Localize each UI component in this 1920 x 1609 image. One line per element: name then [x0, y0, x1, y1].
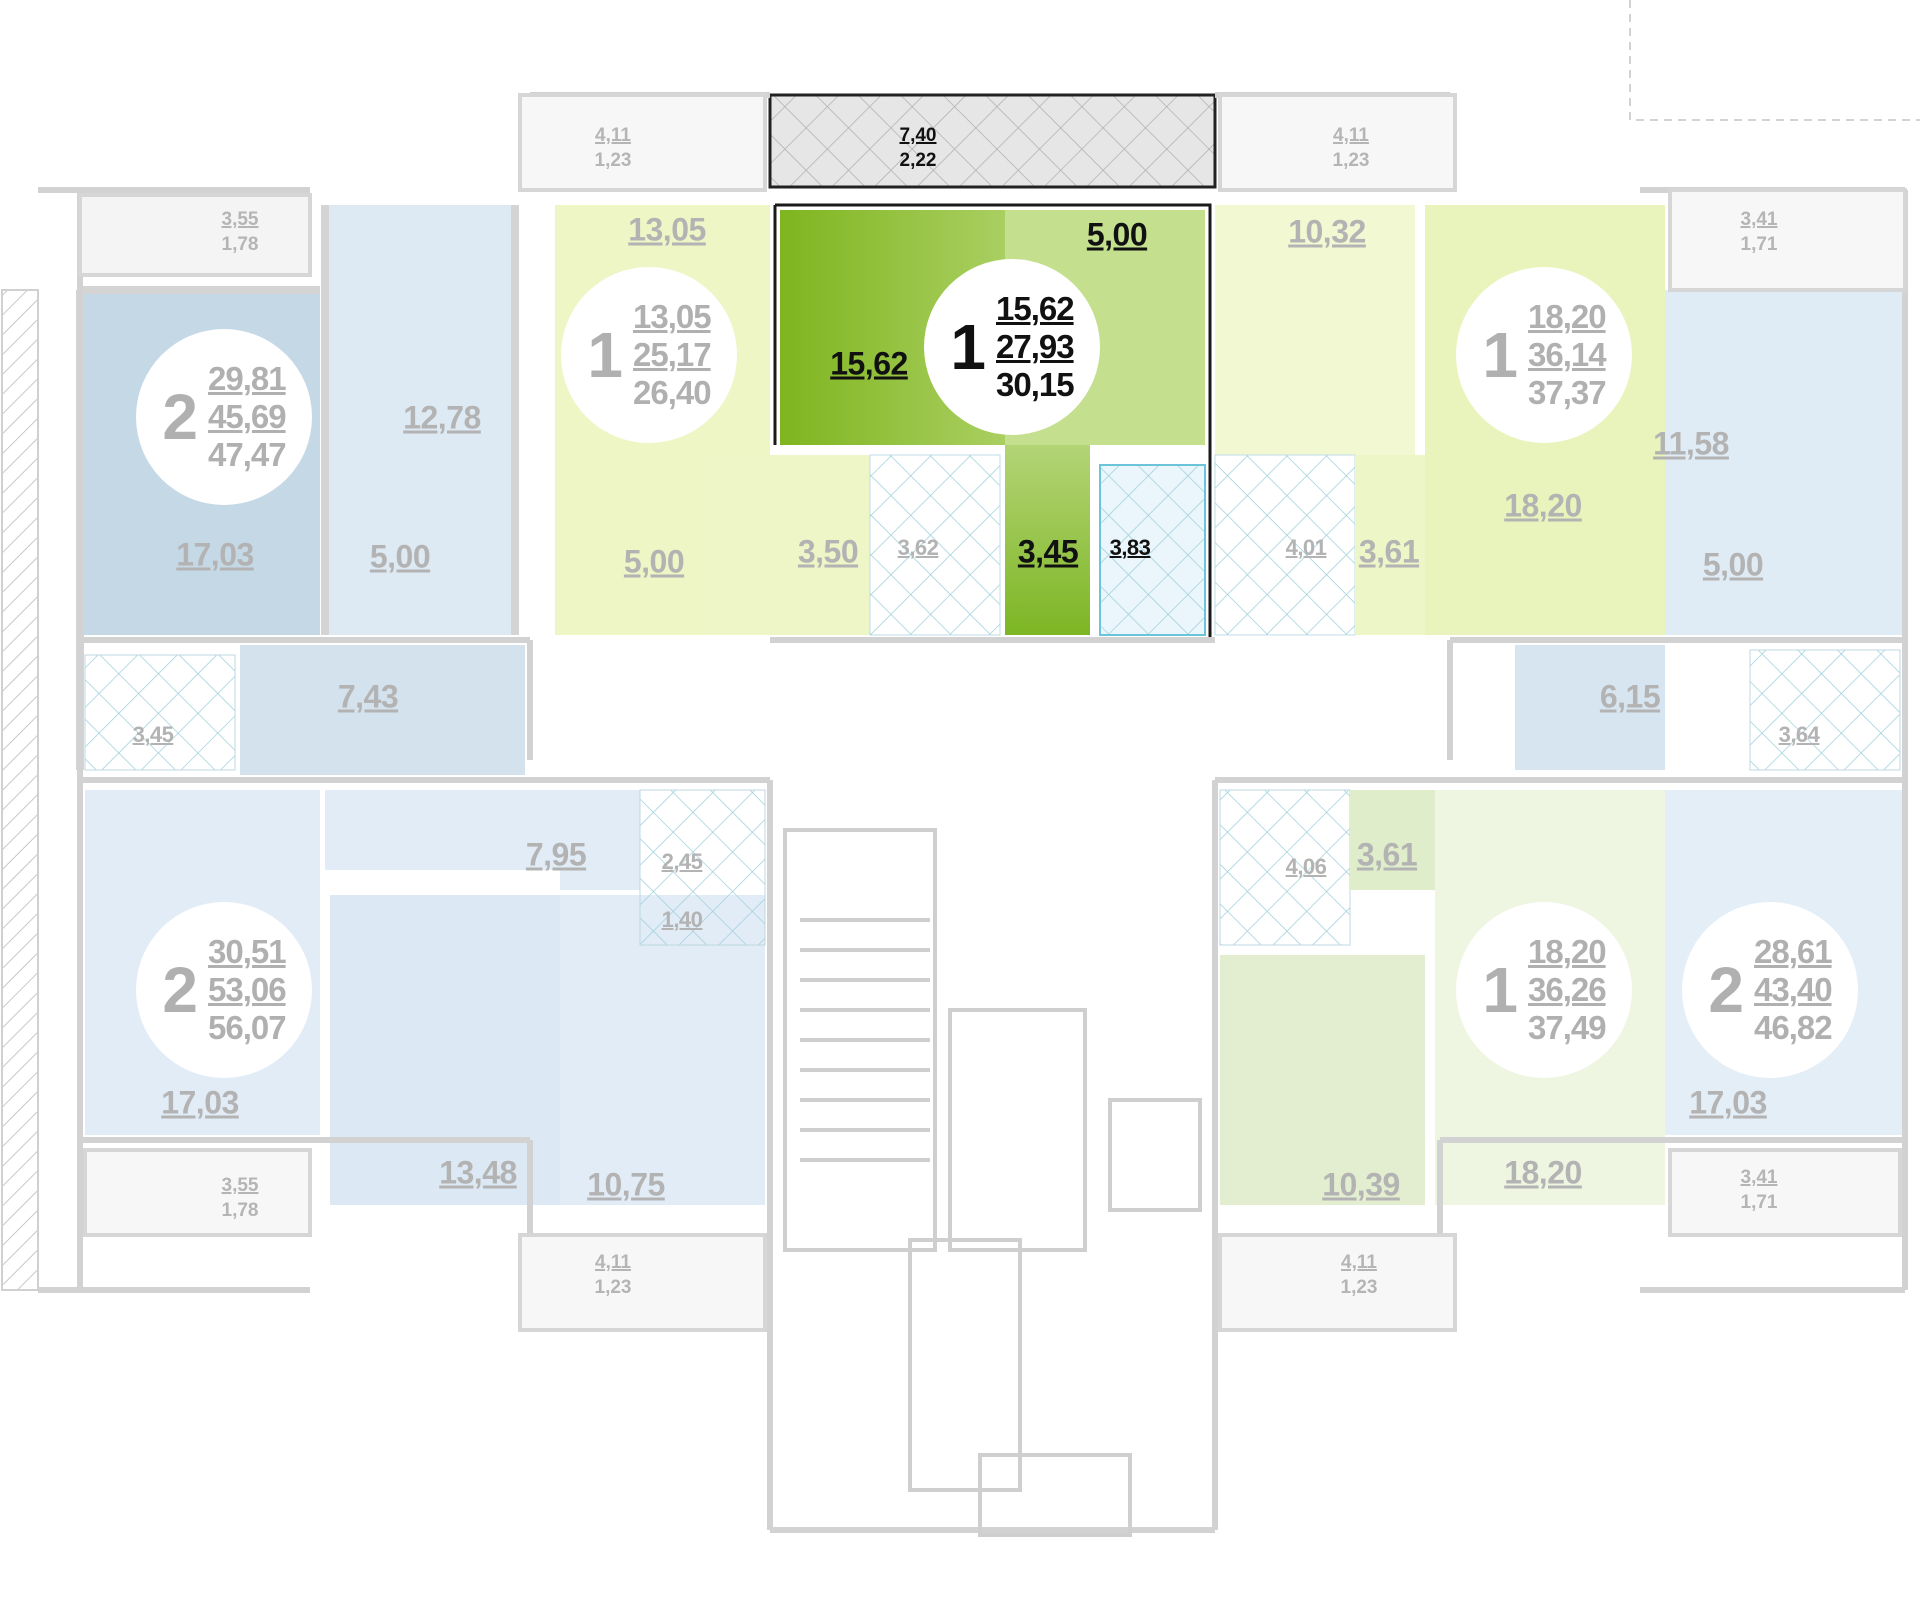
- room-area-label-selected: 3,45: [1017, 533, 1079, 570]
- room-area-label: 11,58: [1653, 425, 1729, 462]
- room-area-label: 18,20: [1504, 487, 1582, 524]
- total-area: 25,17: [633, 336, 712, 373]
- total-area: 53,06: [208, 971, 287, 1008]
- apartment-badge[interactable]: 2 30,51 53,06 56,07: [136, 902, 312, 1078]
- living-area: 29,81: [208, 360, 287, 397]
- room-area-label: 12,78: [403, 399, 481, 436]
- room-area-label: 10,32: [1288, 213, 1366, 250]
- living-area: 18,20: [1528, 933, 1607, 970]
- apartment-badge[interactable]: 1 18,20 36,14 37,37: [1456, 267, 1632, 443]
- living-area: 30,51: [208, 933, 287, 970]
- room-area-label: 2,45: [661, 849, 703, 874]
- room-area-label: 7,43: [337, 678, 399, 715]
- living-area: 15,62: [996, 290, 1075, 327]
- room-area-label-selected: 5,00: [1086, 216, 1148, 253]
- room-area-label: 6,15: [1599, 678, 1661, 715]
- room-count: 2: [162, 381, 198, 453]
- room-area-label: 13,48: [439, 1154, 517, 1191]
- apartment-badge[interactable]: 2 29,81 45,69 47,47: [136, 329, 312, 505]
- room-area-label: 3,50: [797, 533, 859, 570]
- room-count: 1: [1482, 954, 1518, 1026]
- apartment-badge-selected[interactable]: 1 15,62 27,93 30,15: [924, 259, 1100, 435]
- room-area-label: 10,75: [587, 1166, 665, 1203]
- total-area: 45,69: [208, 398, 287, 435]
- site-boundary: [1629, 0, 1920, 121]
- room-area-label: 4,06: [1285, 854, 1327, 879]
- room-area-label: 18,20: [1504, 1154, 1582, 1191]
- room-area-label: 3,61: [1356, 836, 1418, 873]
- room-area-label: 17,03: [176, 536, 254, 573]
- apartment-2-top-right: [1515, 290, 1905, 771]
- room-count: 1: [950, 311, 986, 383]
- room-area-label: 3,45: [132, 722, 174, 747]
- room-area-label: 5,00: [1702, 546, 1764, 583]
- stair-core: [783, 828, 1202, 1537]
- total-area-with-balcony: 37,49: [1528, 1009, 1607, 1046]
- living-area: 28,61: [1754, 933, 1833, 970]
- room-area-label-selected: 3,83: [1109, 535, 1151, 560]
- total-area: 36,14: [1528, 336, 1607, 373]
- apartment-badge[interactable]: 2 28,61 43,40 46,82: [1682, 902, 1858, 1078]
- total-area-with-balcony: 56,07: [208, 1009, 287, 1046]
- room-area-label: 7,95: [525, 836, 587, 873]
- balcony-selected: [768, 93, 1217, 189]
- room-area-label: 4,01: [1285, 535, 1327, 560]
- apartment-badge[interactable]: 1 13,05 25,17 26,40: [561, 267, 737, 443]
- apartment-badge[interactable]: 1 18,20 36,26 37,49: [1456, 902, 1632, 1078]
- room-count: 1: [587, 319, 623, 391]
- living-area: 13,05: [633, 298, 712, 335]
- total-area-with-balcony: 37,37: [1528, 374, 1607, 411]
- room-area-label: 3,62: [897, 535, 939, 560]
- room-area-label: 17,03: [1689, 1084, 1767, 1121]
- total-area-with-balcony: 30,15: [996, 366, 1075, 403]
- room-count: 2: [162, 954, 198, 1026]
- room-count: 2: [1708, 954, 1744, 1026]
- room-area-label: 3,64: [1778, 722, 1820, 747]
- room-area-label: 17,03: [161, 1084, 239, 1121]
- exterior-wall-hatch: [1, 289, 39, 1291]
- total-area-with-balcony: 47,47: [208, 436, 287, 473]
- room-area-label-selected: 15,62: [830, 345, 908, 382]
- room-area-label: 1,40: [661, 907, 703, 932]
- total-area: 36,26: [1528, 971, 1607, 1008]
- total-area-with-balcony: 26,40: [633, 374, 712, 411]
- room-area-label: 3,61: [1358, 533, 1420, 570]
- apartment-2-top-left: [76, 205, 525, 775]
- total-area-with-balcony: 46,82: [1754, 1009, 1833, 1046]
- balconies: [78, 93, 1907, 1332]
- room-count: 1: [1482, 319, 1518, 391]
- total-area: 27,93: [996, 328, 1075, 365]
- room-area-label: 5,00: [369, 538, 431, 575]
- total-area: 43,40: [1754, 971, 1833, 1008]
- room-area-label: 5,00: [623, 543, 685, 580]
- room-area-label: 13,05: [628, 211, 706, 248]
- living-area: 18,20: [1528, 298, 1607, 335]
- room-area-label: 10,39: [1322, 1166, 1400, 1203]
